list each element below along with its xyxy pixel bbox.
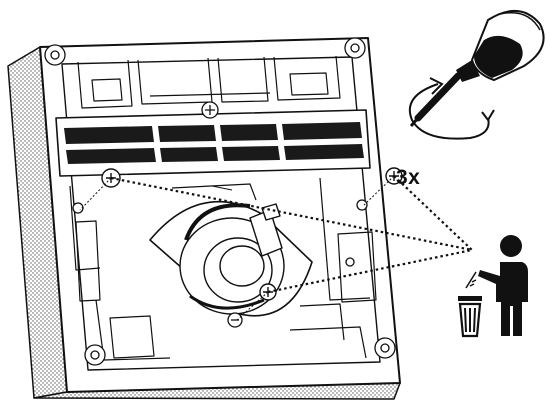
housing-inner-frame [61, 56, 381, 371]
middle-structure [69, 177, 377, 361]
counterclockwise-rotation-arrow-icon [408, 77, 495, 140]
corner-screws [44, 37, 396, 366]
trash-bin [458, 296, 482, 338]
screw-count-label: 3x [396, 166, 421, 189]
falling-screw [465, 271, 477, 289]
grille-band [55, 109, 371, 177]
screw-travel-lines [79, 175, 395, 321]
mounting-housing [7, 37, 401, 400]
screwdriver-icon [409, 10, 545, 127]
guide-lines [110, 175, 473, 294]
top-ribs [77, 55, 341, 109]
person-figure [478, 235, 528, 336]
screw-bottom [227, 312, 243, 328]
discard-in-bin-icon [458, 235, 528, 338]
